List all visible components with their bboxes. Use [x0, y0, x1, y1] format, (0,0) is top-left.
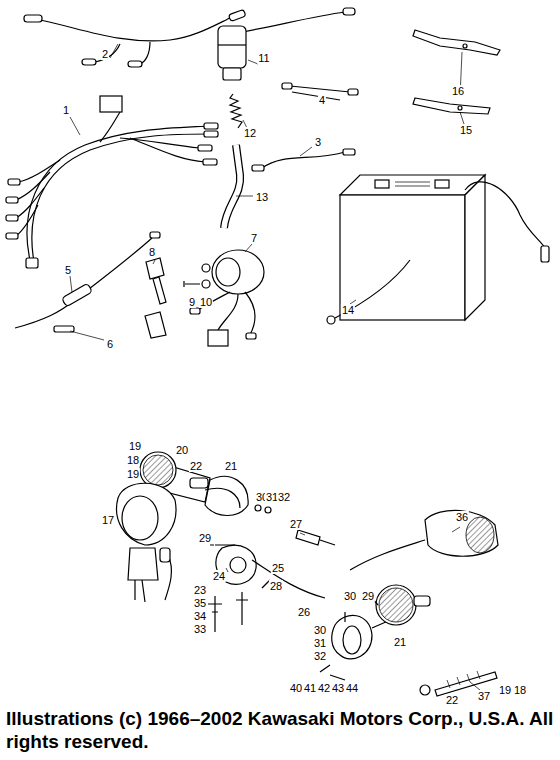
callout-number: 17 — [101, 514, 115, 526]
callout-number: 18 — [513, 684, 527, 696]
callout-number: 41 — [303, 682, 317, 694]
callout-number: 22 — [445, 694, 459, 706]
callout-number: 22 — [189, 460, 203, 472]
callout-number: 1 — [62, 104, 70, 116]
callout-number: 23 — [193, 584, 207, 596]
callout-number: 27 — [289, 518, 303, 530]
wire-lead — [24, 9, 246, 67]
callout-number: 36 — [455, 511, 469, 523]
callout-number: 43 — [331, 682, 345, 694]
callout-number: 26 — [297, 606, 311, 618]
callout-number: 34 — [193, 610, 207, 622]
ignition-switch — [190, 250, 264, 346]
callout-number: 12 — [243, 127, 257, 139]
callout-number: 29 — [198, 532, 212, 544]
callout-number: 25 — [271, 562, 285, 574]
callout-number: 14 — [341, 304, 355, 316]
breather-tube — [224, 145, 240, 228]
wire-lead — [252, 149, 355, 171]
screw — [184, 264, 210, 288]
fuse-holder — [15, 232, 160, 332]
spring — [230, 94, 242, 128]
callout-number: 5 — [64, 264, 72, 276]
headlight — [117, 483, 176, 602]
callout-number: 20 — [175, 444, 189, 456]
callout-number: 21 — [393, 636, 407, 648]
callout-number: 9 — [188, 296, 196, 308]
callout-number: 29 — [361, 590, 375, 602]
callout-number: 11 — [257, 52, 270, 64]
callout-number: 30 — [343, 590, 357, 602]
callout-number: 8 — [148, 246, 156, 258]
callout-number: 15 — [459, 124, 473, 136]
callout-number: 6 — [106, 338, 114, 350]
leader-line — [70, 44, 480, 690]
callout-number: 19 — [498, 684, 512, 696]
callout-number: 37 — [477, 690, 491, 702]
battery — [327, 175, 549, 324]
plate — [413, 98, 490, 114]
callout-number: 4 — [318, 94, 326, 106]
copyright-notice: Illustrations (c) 1966–2002 Kawasaki Mot… — [6, 707, 554, 753]
callout-number: 28 — [269, 580, 283, 592]
callout-number: 40 — [289, 682, 303, 694]
callout-number: 24 — [212, 570, 226, 582]
coil — [218, 8, 355, 80]
callout-number: 33 — [193, 623, 207, 635]
callout-number: 18 — [126, 454, 140, 466]
plate — [413, 30, 500, 55]
callout-number: 31 — [313, 637, 327, 649]
callout-number: 16 — [451, 85, 465, 97]
callout-number: 42 — [317, 682, 331, 694]
callout-number: 10 — [199, 296, 213, 308]
callout-number: 35 — [193, 597, 207, 609]
callout-number: 32 — [313, 650, 327, 662]
callout-number: 19 — [126, 468, 140, 480]
callout-number: 32 — [277, 491, 291, 503]
callout-number: 21 — [224, 460, 238, 472]
callout-number: 30 — [313, 624, 327, 636]
turn-signal — [320, 510, 498, 696]
callout-number: 13 — [255, 191, 269, 203]
callout-number: 44 — [345, 682, 359, 694]
callout-number: 2 — [101, 48, 109, 60]
callout-number: 7 — [250, 232, 258, 244]
bracket — [208, 530, 335, 632]
callout-number: 3 — [314, 136, 322, 148]
callout-number: 19 — [128, 440, 142, 452]
wire-harness — [6, 96, 218, 268]
ignition-key — [145, 258, 166, 338]
